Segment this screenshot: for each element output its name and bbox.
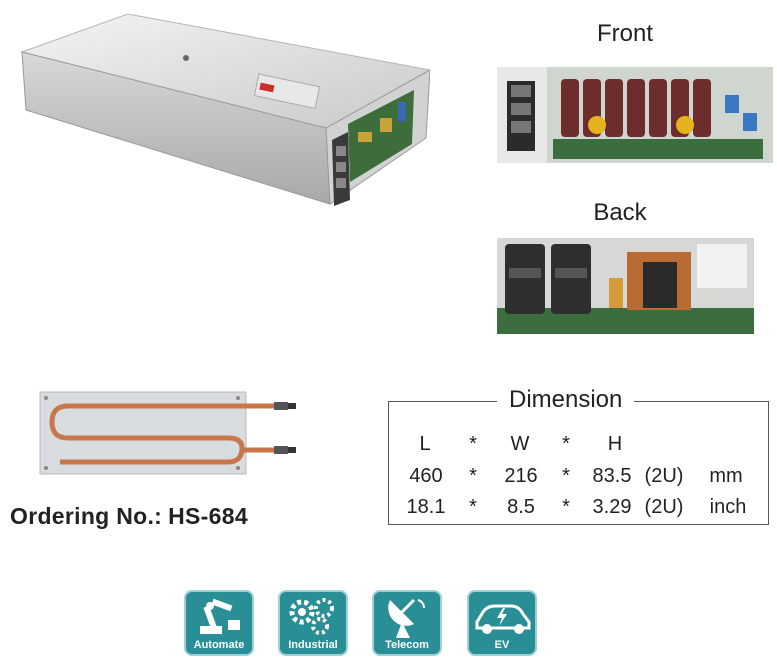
- row2-2u: (2U): [644, 496, 684, 518]
- ev-badge: EV: [467, 590, 537, 656]
- front-view-label: Front: [596, 20, 653, 47]
- ordering-label: Ordering No.:: [10, 503, 163, 529]
- gears-icon: [289, 598, 334, 635]
- telecom-badge: Telecom: [372, 590, 442, 656]
- row2-sep: *: [469, 496, 477, 518]
- telecom-label: Telecom: [385, 639, 429, 651]
- industrial-label: Industrial: [288, 639, 338, 651]
- ev-label: EV: [494, 639, 510, 651]
- back-view-label: Back: [593, 199, 647, 226]
- ordering-model: HS-684: [168, 503, 248, 529]
- row1-2u: (2U): [644, 465, 684, 487]
- front-view-photo: [497, 67, 773, 163]
- automate-label: Automate: [193, 639, 245, 651]
- header-sep: *: [562, 433, 570, 455]
- back-view-photo: [497, 238, 754, 334]
- row1-w: 216: [504, 465, 538, 487]
- row1-sep: *: [469, 465, 477, 487]
- automate-badge: Automate: [184, 590, 254, 656]
- row2-sep: *: [562, 496, 570, 518]
- electric-car-icon: [475, 604, 531, 634]
- row1-l: 460: [409, 465, 443, 487]
- header-sep: *: [469, 433, 477, 455]
- row2-l: 18.1: [406, 496, 446, 518]
- row2-w: 8.5: [507, 496, 535, 518]
- row1-h: 83.5: [592, 465, 632, 487]
- row2-unit: inch: [709, 496, 747, 518]
- satellite-dish-icon: [388, 598, 425, 638]
- row1-unit: mm: [709, 465, 743, 487]
- row2-h: 3.29: [592, 496, 632, 518]
- industrial-badge: Industrial: [278, 590, 348, 656]
- ordering-number: Ordering No.:HS-684: [10, 503, 248, 530]
- robot-arm-icon: [200, 598, 240, 634]
- power-supply-photo: [20, 14, 430, 206]
- row1-sep: *: [562, 465, 570, 487]
- cold-plate-photo: [39, 391, 296, 475]
- header-h: H: [607, 433, 623, 455]
- dimension-title: Dimension: [497, 386, 635, 414]
- header-l: L: [419, 433, 431, 455]
- header-w: W: [510, 433, 530, 455]
